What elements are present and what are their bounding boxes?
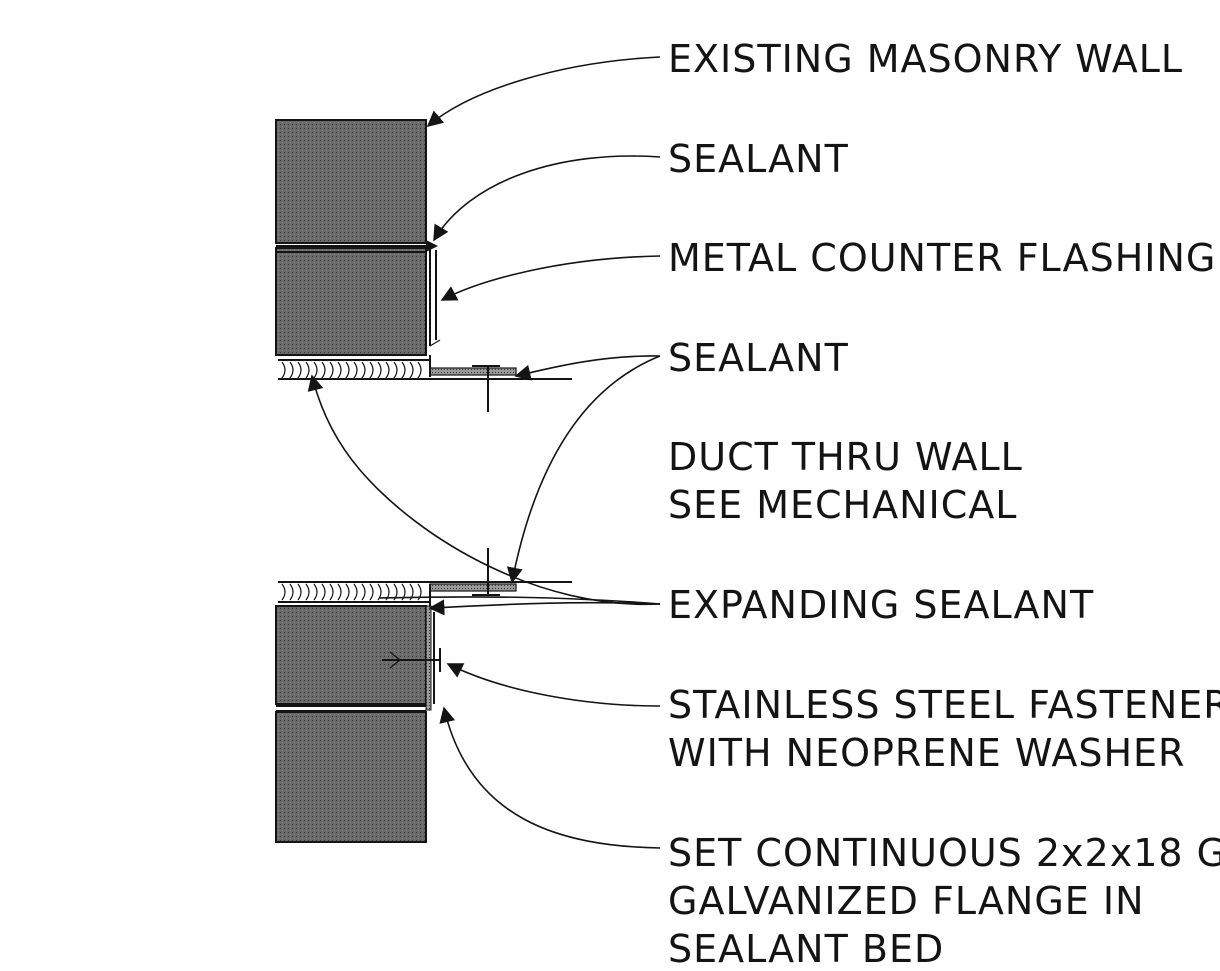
upper-duct-flange (278, 355, 572, 412)
label-fastener-line-1: STAINLESS STEEL FASTENER (668, 683, 1220, 727)
label-metal-counter-flashing: METAL COUNTER FLASHING (668, 236, 1216, 280)
label-expanding-sealant: EXPANDING SEALANT (668, 583, 1094, 627)
label-fastener-line-2: WITH NEOPRENE WASHER (668, 731, 1185, 775)
label-flange-line-2: GALVANIZED FLANGE IN (668, 879, 1145, 923)
leader-lines (307, 56, 661, 849)
lower-masonry-wall (275, 605, 427, 843)
label-flange-line-1: SET CONTINUOUS 2x2x18 GA (668, 831, 1220, 875)
label-flange-line-3: SEALANT BED (668, 927, 944, 971)
upper-masonry-wall (275, 119, 427, 356)
stainless-steel-fastener (382, 648, 441, 672)
metal-counter-flashing (429, 248, 441, 347)
upper-expanding-sealant (278, 359, 430, 379)
label-sealant-duct: SEALANT (668, 336, 849, 380)
lower-expanding-sealant (278, 583, 430, 603)
label-duct-line-2: SEE MECHANICAL (668, 483, 1017, 527)
label-duct-line-1: DUCT THRU WALL (668, 435, 1023, 479)
label-sealant-upper: SEALANT (668, 137, 849, 181)
label-existing-masonry-wall: EXISTING MASONRY WALL (668, 37, 1183, 81)
galvanized-flange (425, 605, 435, 711)
